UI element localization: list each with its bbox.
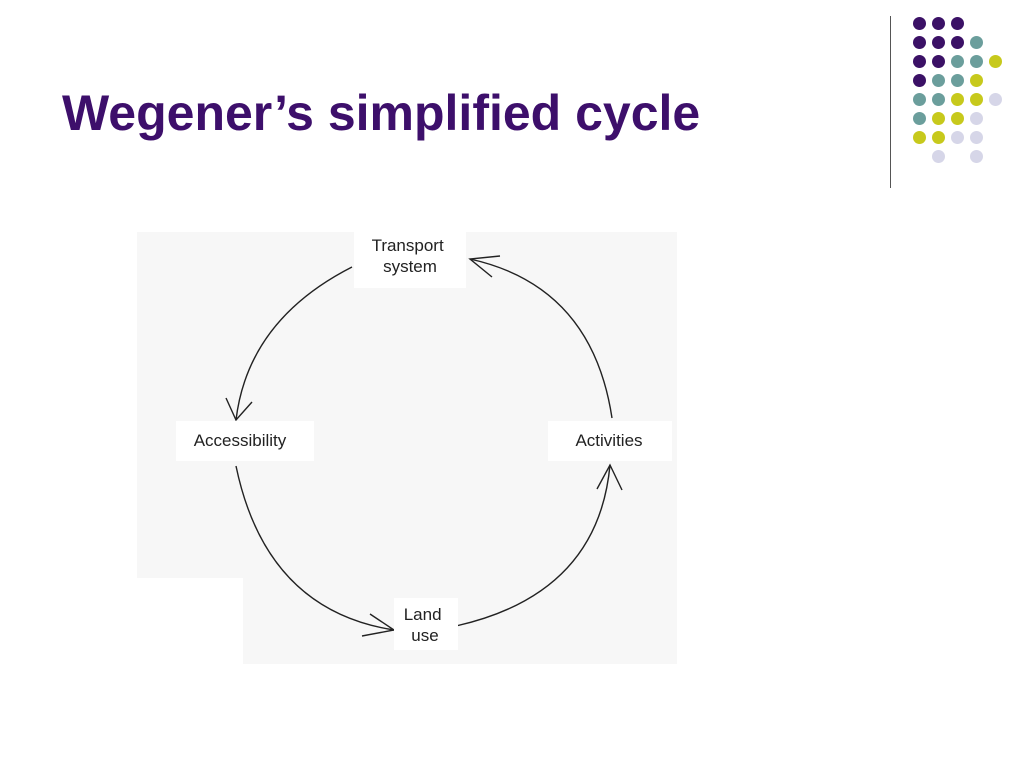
flow-arc-land-use-to-activities (455, 464, 611, 627)
node-label-transport-system: Transport system (372, 236, 449, 276)
label-background-transport (354, 232, 466, 288)
flow-arc-transport-to-accessibility (235, 266, 353, 421)
node-label-line: use (411, 626, 438, 645)
figure-corner-cutout (137, 578, 243, 664)
node-label-land-use: Land use (404, 605, 447, 645)
node-label-accessibility: Accessibility (194, 431, 287, 450)
node-label-line: Land (404, 605, 442, 624)
label-background-land-use (394, 598, 458, 650)
node-label-line: Transport (372, 236, 444, 255)
slide-title: Wegener’s simplified cycle (62, 85, 701, 141)
arrowhead-into-activities (596, 463, 623, 491)
label-background-accessibility (176, 421, 314, 461)
arrowhead-into-accessibility (225, 397, 253, 422)
flow-arc-activities-to-transport (469, 258, 613, 419)
label-background-activities (548, 421, 672, 461)
title-divider-line (890, 16, 891, 188)
flow-arc-accessibility-to-land-use (235, 465, 395, 631)
node-label-line: system (383, 257, 437, 276)
arrowhead-into-land-use (361, 613, 396, 637)
node-label-activities: Activities (575, 431, 642, 450)
arrowhead-into-transport-system (468, 255, 501, 278)
